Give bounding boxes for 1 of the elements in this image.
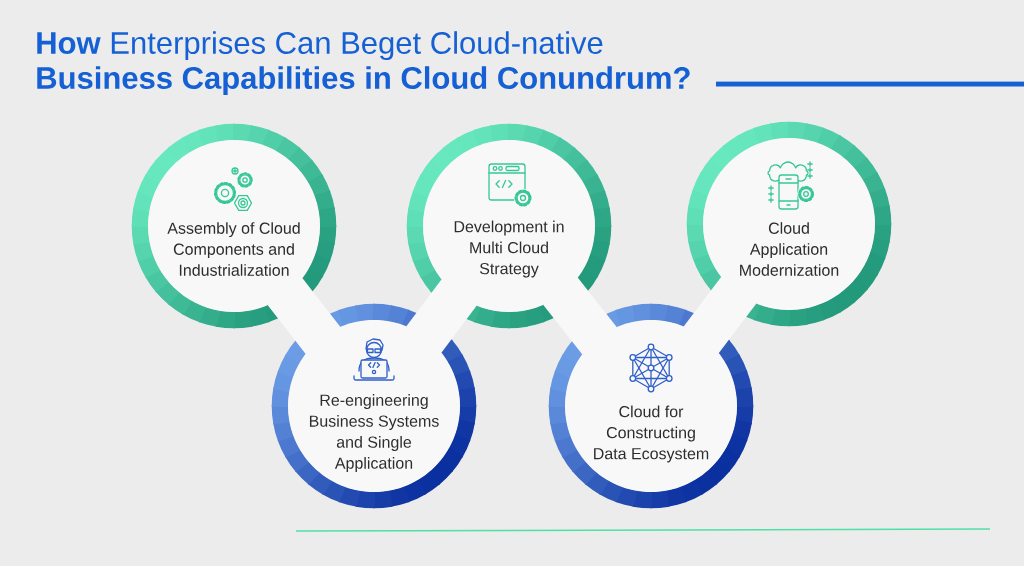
- title: How Enterprises Can Beget Cloud-native Business Capabilities in Cloud Conundrum?: [37, 31, 690, 96]
